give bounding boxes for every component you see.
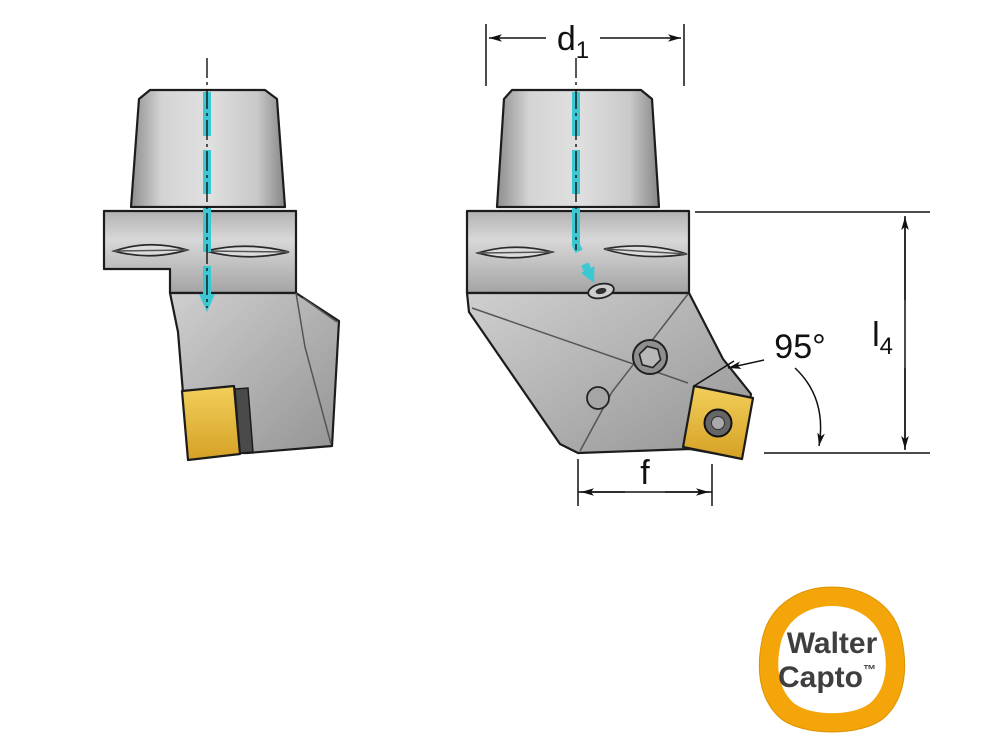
cutting-edge-extension — [693, 360, 735, 387]
left-insert — [180, 384, 242, 462]
dimension-f: f — [577, 454, 713, 506]
coolant-arrow-left — [199, 294, 215, 312]
left-coolant-channel — [199, 58, 215, 312]
right-groove-1-line — [477, 251, 553, 254]
f-label: f — [640, 454, 650, 492]
dimension-d1: d1 — [485, 20, 685, 86]
right-groove-2-line — [603, 248, 688, 255]
left-tool-view — [102, 58, 341, 462]
left-shank — [129, 88, 287, 209]
d1-label: d1 — [557, 20, 589, 64]
left-head-chamfer — [302, 297, 338, 323]
l4-label: l4 — [872, 316, 893, 360]
left-groove-2-line — [205, 250, 290, 253]
coolant-outlet — [587, 282, 615, 300]
angle-label: 95° — [774, 328, 825, 366]
left-head-edge — [295, 292, 332, 445]
logo-text-walter: Walter — [787, 627, 878, 660]
logo-text-capto: Capto™ — [778, 661, 876, 694]
dimensions: d1 l4 95° f — [485, 20, 930, 506]
angle-arc — [794, 367, 825, 447]
right-flange-grooves — [474, 245, 688, 259]
right-coolant-channel — [572, 58, 595, 283]
coolant-outlet-hole — [595, 287, 607, 295]
dimension-l4: l4 — [695, 211, 930, 454]
walter-capto-logo: Walter Capto™ — [758, 586, 906, 733]
angle-leader-arrow — [727, 359, 765, 369]
hex-socket-icon — [638, 345, 662, 369]
right-tool-view — [465, 58, 755, 461]
dimension-angle-95: 95° — [727, 328, 826, 447]
left-flange-grooves — [111, 243, 290, 258]
right-shank — [495, 88, 661, 209]
clamp-screw — [586, 386, 610, 410]
insert-hole-center — [711, 416, 725, 430]
logo-inner-face — [778, 605, 886, 714]
coolant-arrow-right — [581, 266, 595, 283]
left-groove-1-line — [113, 249, 188, 252]
